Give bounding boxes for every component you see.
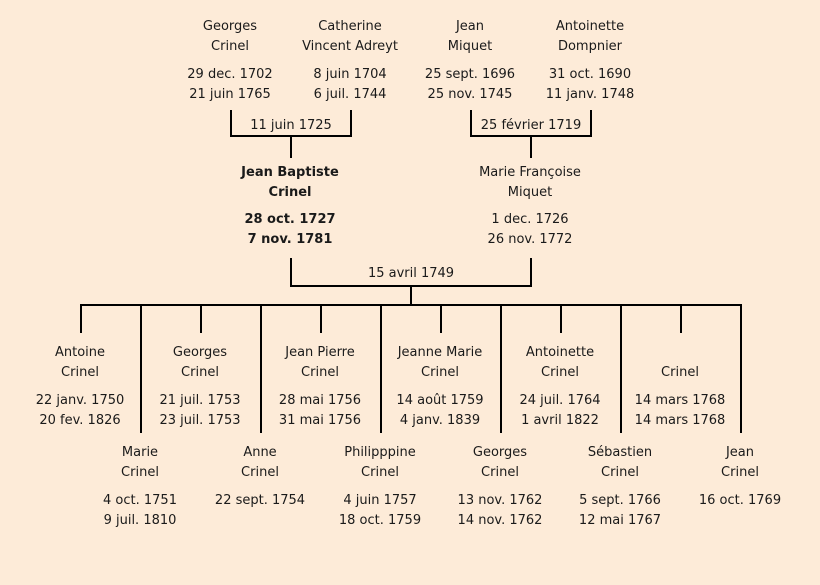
first-name: Catherine [318,19,382,34]
death-date: 18 oct. 1759 [338,513,422,528]
child-card: Antoine Crinel 22 janv. 1750 20 fev. 182… [5,343,155,431]
birth-date: 28 oct. 1727 [244,212,336,227]
first-name: Marie [121,445,159,460]
person-jean-miquet: Jean Miquet 25 sept. 1696 25 nov. 1745 [395,17,545,105]
last-name: Crinel [181,365,219,380]
person-georges-crinel-grandfather: Georges Crinel 29 dec. 1702 21 juin 1765 [155,17,305,105]
death-date: 14 nov. 1762 [457,513,543,528]
birth-date: 13 nov. 1762 [457,493,543,508]
last-name: Crinel [601,465,639,480]
death-date: 26 nov. 1772 [487,232,573,247]
marriage-date-parents: 15 avril 1749 [367,266,455,281]
last-name: Crinel [241,465,279,480]
birth-date: 4 juin 1757 [343,493,417,508]
birth-date: 21 juil. 1753 [159,393,241,408]
child-card: Jeanne Marie Crinel 14 août 1759 4 janv.… [365,343,515,431]
birth-date: 14 mars 1768 [634,393,726,408]
last-name: Crinel [268,185,312,200]
death-date: 11 janv. 1748 [545,87,635,102]
first-name: Antoine [54,345,106,360]
first-name: Antoinette [525,345,595,360]
child-card: Georges Crinel 13 nov. 1762 14 nov. 1762 [425,443,575,531]
child-card: Philipppine Crinel 4 juin 1757 18 oct. 1… [305,443,455,531]
death-date: 25 nov. 1745 [427,87,513,102]
birth-date: 14 août 1759 [396,393,484,408]
birth-date: 29 dec. 1702 [187,67,273,82]
birth-date: 25 sept. 1696 [424,67,516,82]
first-name: Georges [472,445,528,460]
death-date: 14 mars 1768 [634,413,726,428]
child-card: Sébastien Crinel 5 sept. 1766 12 mai 176… [545,443,695,531]
last-name: Miquet [507,185,553,200]
last-name: Crinel [61,365,99,380]
death-date: 1 avril 1822 [521,413,599,428]
child-card: Marie Crinel 4 oct. 1751 9 juil. 1810 [65,443,215,531]
birth-date: 5 sept. 1766 [579,493,661,508]
birth-date: 4 oct. 1751 [103,493,177,508]
first-name: Anne [243,445,277,460]
birth-date: 1 dec. 1726 [491,212,569,227]
last-name: Vincent Adreyt [302,39,398,54]
death-date: 6 juil. 1744 [313,87,387,102]
first-name: Sébastien [587,445,653,460]
last-name: Crinel [721,465,759,480]
last-name: Crinel [481,465,519,480]
death-date: 20 fev. 1826 [39,413,121,428]
first-name [605,343,755,363]
last-name: Miquet [447,39,493,54]
child-card: Crinel 14 mars 1768 14 mars 1768 [605,343,755,431]
last-name: Crinel [301,365,339,380]
last-name: Crinel [211,39,249,54]
child-card: Jean Pierre Crinel 28 mai 1756 31 mai 17… [245,343,395,431]
death-date: 7 nov. 1781 [247,232,333,247]
last-name: Crinel [121,465,159,480]
first-name: Jeanne Marie [397,345,483,360]
last-name: Crinel [541,365,579,380]
last-name: Crinel [421,365,459,380]
person-marie-francoise-miquet: Marie Françoise Miquet 1 dec. 1726 26 no… [455,163,605,250]
birth-date: 31 oct. 1690 [548,67,632,82]
birth-date: 22 janv. 1750 [35,393,125,408]
last-name: Crinel [361,465,399,480]
first-name: Philipppine [344,445,416,460]
first-name: Jean Pierre [285,345,355,360]
marriage-date-paternal: 11 juin 1725 [250,118,332,133]
birth-date: 22 sept. 1754 [214,493,306,508]
first-name: Georges [202,19,258,34]
child-card: Jean Crinel 16 oct. 1769 [665,443,815,511]
death-date: 23 juil. 1753 [159,413,241,428]
first-name: Georges [172,345,228,360]
first-name: Jean Baptiste [241,165,339,180]
death-date: 21 juin 1765 [189,87,271,102]
last-name: Dompnier [557,39,623,54]
death-date: 9 juil. 1810 [103,513,177,528]
birth-date: 16 oct. 1769 [698,493,782,508]
death-date: 31 mai 1756 [278,413,362,428]
last-name: Crinel [661,365,699,380]
birth-date: 24 juil. 1764 [519,393,601,408]
first-name: Jean [725,445,755,460]
child-card: Georges Crinel 21 juil. 1753 23 juil. 17… [125,343,275,431]
first-name: Marie Françoise [479,165,581,180]
person-jean-baptiste-crinel: Jean Baptiste Crinel 28 oct. 1727 7 nov.… [215,163,365,250]
birth-date: 28 mai 1756 [278,393,362,408]
child-card: Anne Crinel 22 sept. 1754 [185,443,335,511]
first-name: Antoinette [555,19,625,34]
death-date: 12 mai 1767 [578,513,662,528]
birth-date: 8 juin 1704 [313,67,387,82]
person-catherine-vincent-adreyt: Catherine Vincent Adreyt 8 juin 1704 6 j… [275,17,425,105]
person-antoinette-dompnier: Antoinette Dompnier 31 oct. 1690 11 janv… [515,17,665,105]
child-card: Antoinette Crinel 24 juil. 1764 1 avril … [485,343,635,431]
first-name: Jean [455,19,485,34]
marriage-date-maternal: 25 février 1719 [480,118,582,133]
death-date: 4 janv. 1839 [399,413,481,428]
